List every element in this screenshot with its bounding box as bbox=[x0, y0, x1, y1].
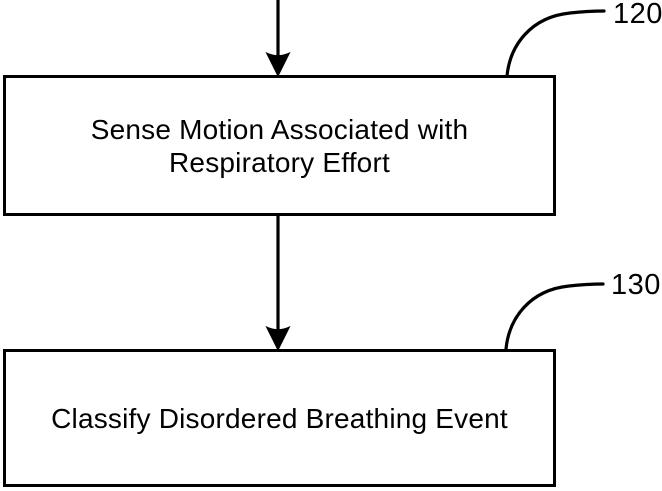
flowchart-box-sense-motion: Sense Motion Associated with Respiratory… bbox=[3, 75, 556, 216]
arrow-down-top-head-icon bbox=[265, 51, 291, 78]
flowchart-box-sense-motion-line2: Respiratory Effort bbox=[169, 146, 390, 178]
flowchart-box-sense-motion-line1: Sense Motion Associated with bbox=[90, 113, 469, 145]
arrow-down-middle-head-icon bbox=[265, 325, 291, 352]
reference-numeral-120: 120 bbox=[613, 0, 662, 30]
leader-curve-130 bbox=[504, 282, 605, 351]
leader-curve-120 bbox=[505, 9, 606, 78]
flowchart-box-classify-event-line1: Classify Disordered Breathing Event bbox=[51, 402, 508, 434]
flowchart-box-classify-event: Classify Disordered Breathing Event bbox=[3, 349, 556, 487]
reference-numeral-130: 130 bbox=[611, 269, 661, 301]
